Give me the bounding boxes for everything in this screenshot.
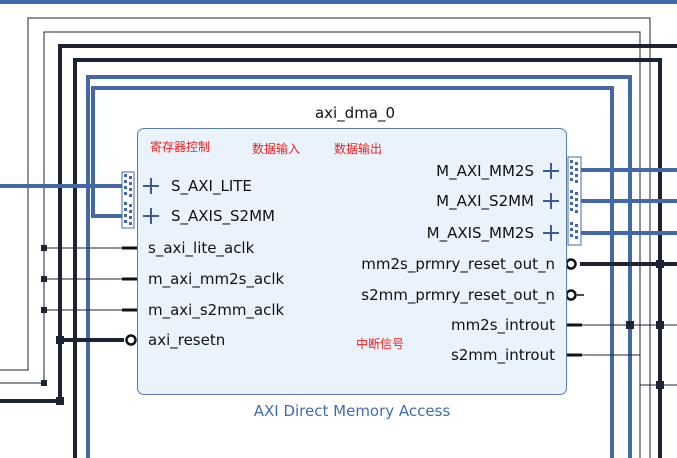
- port-m-axi-mm2s-aclk[interactable]: m_axi_mm2s_aclk: [148, 270, 285, 288]
- bus-connector-left[interactable]: [121, 171, 135, 229]
- inverted-pin-bubble[interactable]: [565, 289, 577, 301]
- annotation-data-output: 数据输出: [334, 142, 383, 156]
- port-m-axis-mm2s[interactable]: M_AXIS_MM2S: [426, 224, 534, 242]
- port-m-axi-s2mm[interactable]: M_AXI_S2MM: [436, 192, 534, 210]
- port-mm2s-prmry-reset-out-n[interactable]: mm2s_prmry_reset_out_n: [361, 255, 555, 273]
- port-s2mm-prmry-reset-out-n[interactable]: s2mm_prmry_reset_out_n: [361, 286, 555, 304]
- junction-dot: [56, 397, 64, 405]
- junction-dot: [41, 276, 47, 282]
- blue-bus-wire-outer: [86, 75, 632, 458]
- port-s-axi-lite[interactable]: S_AXI_LITE: [171, 177, 252, 195]
- junction-dot: [656, 321, 664, 329]
- port-s-axis-s2mm[interactable]: S_AXIS_S2MM: [171, 207, 275, 225]
- annotation-interrupt-signal: 中断信号: [356, 337, 405, 351]
- dark-bus-wire-1: [0, 44, 677, 403]
- junction-dot: [656, 381, 664, 389]
- ip-name: AXI Direct Memory Access: [253, 402, 451, 420]
- port-m-axi-s2mm-aclk[interactable]: m_axi_s2mm_aclk: [148, 301, 285, 319]
- expand-plus-icon[interactable]: [543, 163, 559, 179]
- junction-dot: [41, 380, 47, 386]
- annotation-data-input: 数据输入: [252, 142, 301, 156]
- port-m-axi-mm2s[interactable]: M_AXI_MM2S: [436, 162, 534, 180]
- junction-dot: [656, 260, 664, 268]
- inverted-pin-bubble[interactable]: [125, 334, 137, 346]
- port-mm2s-introut[interactable]: mm2s_introut: [450, 316, 555, 334]
- junction-dot: [41, 245, 47, 251]
- junction-dot: [626, 321, 634, 329]
- bus-connector-right[interactable]: [567, 156, 582, 246]
- expand-plus-icon[interactable]: [143, 178, 159, 194]
- junction-dot: [56, 336, 64, 344]
- port-s2mm-introut[interactable]: s2mm_introut: [450, 346, 555, 364]
- expand-plus-icon[interactable]: [543, 193, 559, 209]
- s-axis-s2mm-wire: [91, 86, 614, 458]
- outer-signal-wire-2: [0, 31, 641, 458]
- ip-block-axi-dma[interactable]: [137, 128, 567, 395]
- instance-name: axi_dma_0: [314, 104, 396, 122]
- expand-plus-icon[interactable]: [543, 225, 559, 241]
- annotation-register-control: 寄存器控制: [150, 140, 211, 154]
- inverted-pin-bubble[interactable]: [565, 258, 577, 270]
- dark-bus-wire-2: [73, 58, 662, 458]
- junction-dot: [41, 307, 47, 313]
- port-s-axi-lite-aclk[interactable]: s_axi_lite_aclk: [148, 239, 255, 257]
- port-axi-resetn[interactable]: axi_resetn: [148, 331, 226, 349]
- expand-plus-icon[interactable]: [143, 208, 159, 224]
- outer-signal-wire-1: [0, 17, 651, 458]
